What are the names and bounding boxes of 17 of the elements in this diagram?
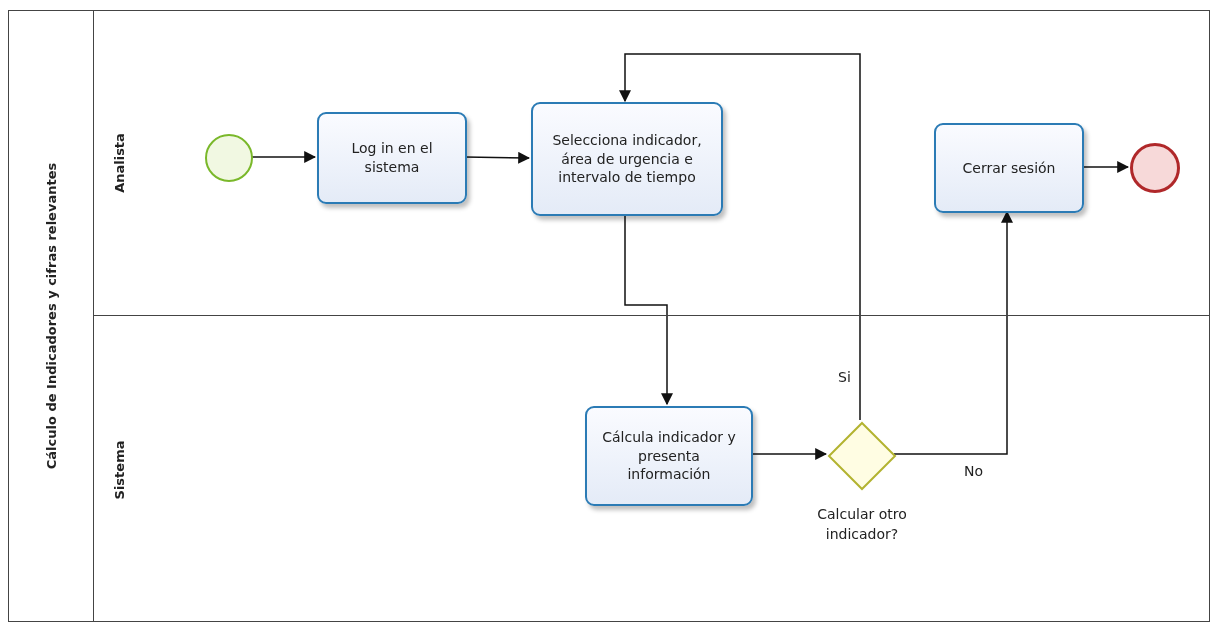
pool-title: Cálculo de Indicadores y cifras relevantes bbox=[43, 162, 59, 470]
arrow bbox=[893, 210, 1013, 455]
start-event-circle bbox=[205, 134, 253, 182]
end-event-circle bbox=[1130, 143, 1180, 193]
pool bbox=[8, 10, 1210, 622]
decision-caption: Calcular otro indicador? bbox=[816, 505, 908, 545]
task-box: Cerrar sesión bbox=[934, 123, 1084, 213]
lane-label: Analista bbox=[111, 133, 127, 193]
task-box: Log in en el sistema bbox=[317, 112, 467, 204]
task-box: Cálcula indicador y presenta información bbox=[585, 406, 753, 506]
arrow bbox=[624, 214, 673, 406]
edge-label: No bbox=[962, 463, 986, 479]
arrow bbox=[619, 53, 861, 421]
swimlane bbox=[93, 315, 1210, 622]
lane-label: Sistema bbox=[111, 440, 127, 500]
edge-label: Si bbox=[836, 369, 853, 385]
task-box: Selecciona indicador, área de urgencia e intervalo de tiempo bbox=[531, 102, 723, 216]
